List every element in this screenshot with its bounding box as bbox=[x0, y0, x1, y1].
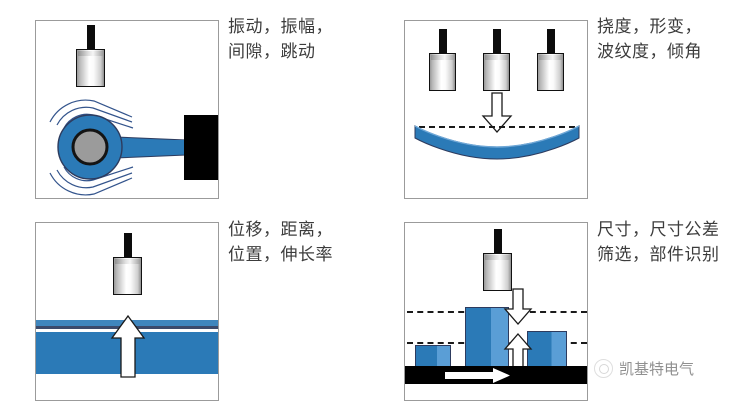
belt-travel-arrow bbox=[445, 368, 510, 383]
sensor-stem bbox=[86, 25, 95, 52]
sensor-stem bbox=[493, 229, 502, 254]
bent-beam bbox=[414, 125, 580, 160]
measurement-arrow-down bbox=[481, 92, 513, 133]
part-tall bbox=[465, 307, 509, 367]
dimension-panel bbox=[404, 222, 588, 401]
sensor-body bbox=[483, 253, 512, 291]
part-medium bbox=[527, 331, 567, 367]
part-small bbox=[415, 345, 451, 367]
sensor-body bbox=[429, 53, 456, 91]
probe-sensor-left bbox=[429, 29, 456, 91]
disc-hub bbox=[71, 128, 109, 166]
probe-sensor-right bbox=[537, 29, 564, 91]
brand-watermark: 凯基特电气 bbox=[594, 358, 694, 379]
probe-sensor-center bbox=[483, 29, 510, 91]
dimension-caption: 尺寸，尺寸公差 筛选，部件识别 bbox=[597, 220, 720, 264]
bearing-mount bbox=[184, 115, 218, 180]
circular-logo-icon bbox=[594, 359, 613, 378]
sensor-body bbox=[537, 53, 564, 91]
vibration-caption: 振动，振幅， 间隙，跳动 bbox=[228, 17, 333, 61]
displacement-caption: 位移，距离， 位置，伸长率 bbox=[228, 220, 333, 264]
sensor-body bbox=[483, 53, 510, 91]
sensor-stem bbox=[438, 29, 447, 54]
sensor-body bbox=[76, 49, 105, 87]
sensor-stem bbox=[123, 233, 132, 258]
measurement-arrow-up bbox=[110, 314, 146, 378]
tolerance-arrow-down bbox=[503, 288, 533, 325]
probe-sensor bbox=[76, 25, 105, 87]
vibration-panel bbox=[35, 20, 219, 199]
reference-dashed-line bbox=[419, 126, 575, 128]
brand-watermark-text: 凯基特电气 bbox=[619, 361, 695, 378]
deflection-panel bbox=[404, 20, 588, 199]
deflection-caption: 挠度，形变， 波纹度，倾角 bbox=[597, 17, 702, 61]
sensor-body bbox=[113, 257, 142, 295]
tolerance-arrow-up bbox=[503, 333, 533, 369]
sensor-stem bbox=[492, 29, 501, 54]
sensor-stem bbox=[546, 29, 555, 54]
probe-sensor bbox=[483, 229, 512, 291]
probe-sensor bbox=[113, 233, 142, 295]
displacement-panel bbox=[35, 222, 219, 401]
